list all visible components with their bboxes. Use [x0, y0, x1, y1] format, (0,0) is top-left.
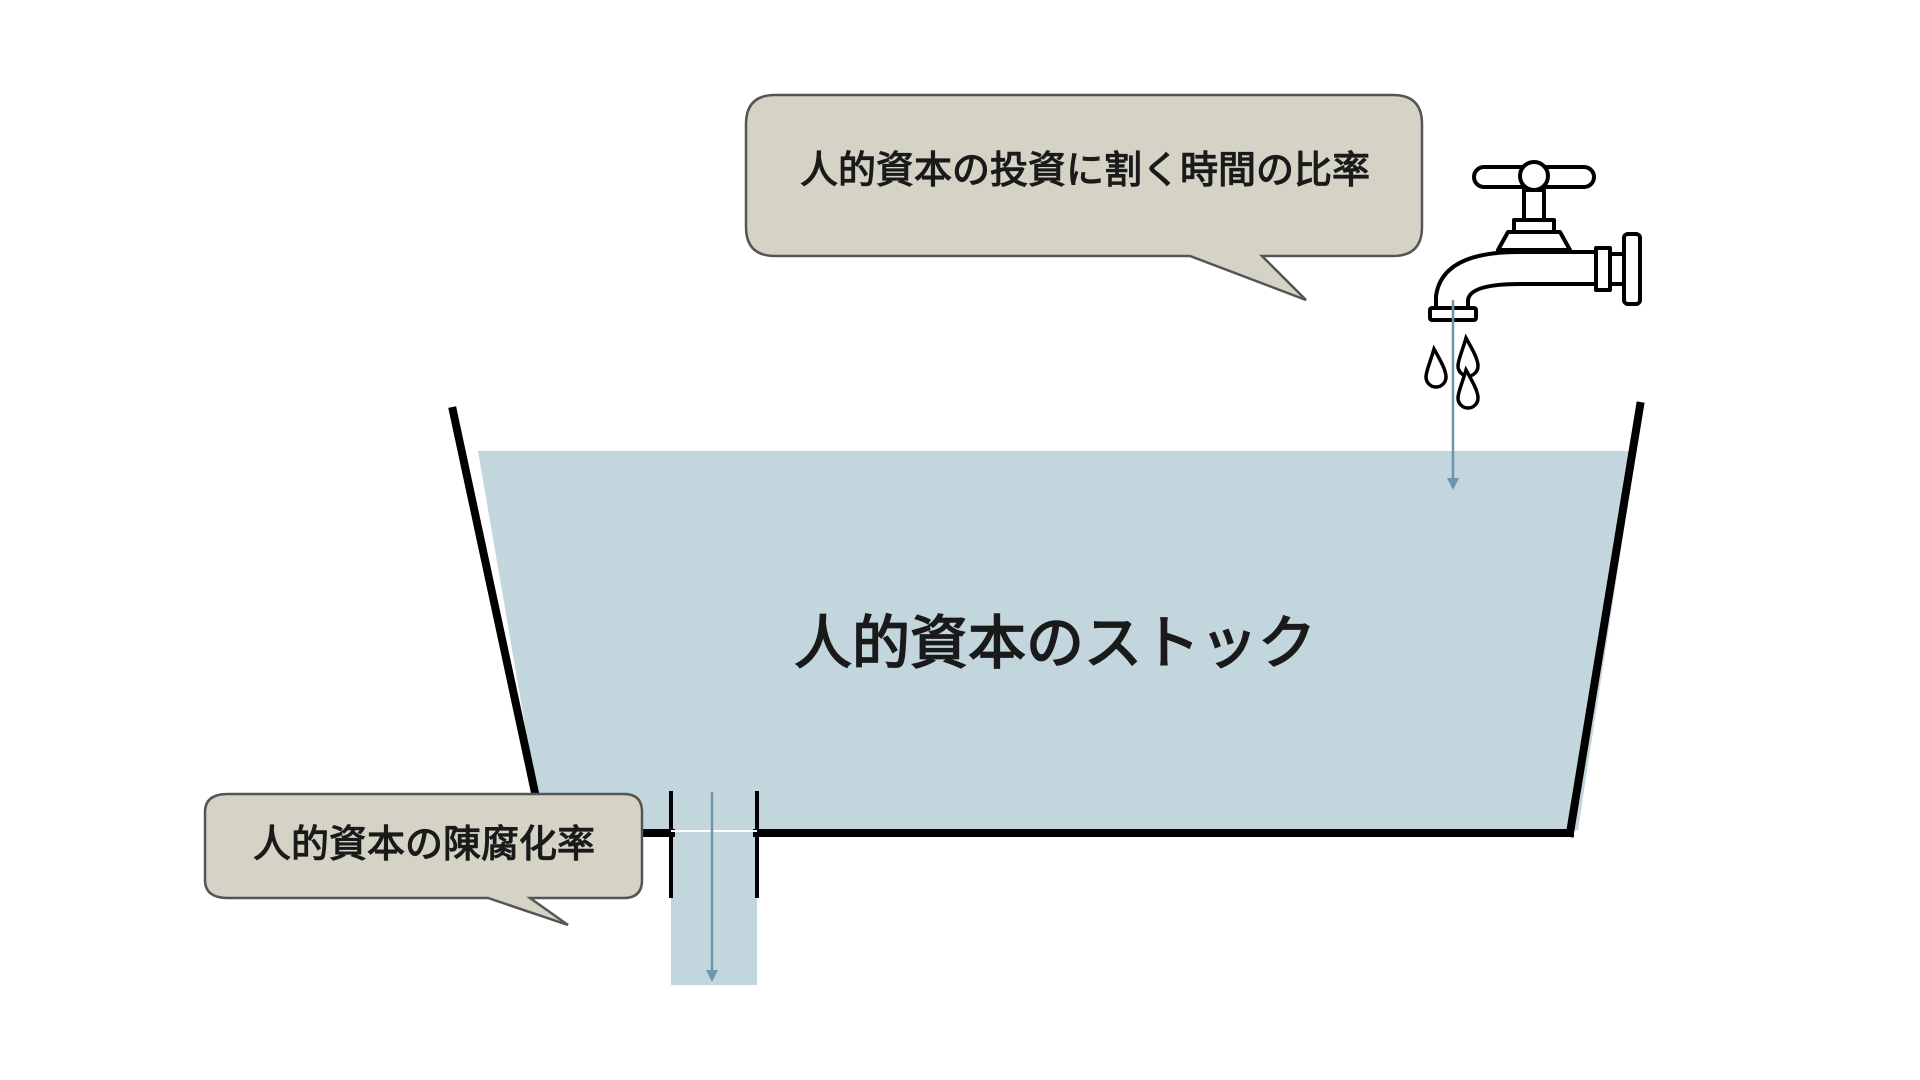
- drain-water: [671, 830, 757, 985]
- inflow-callout: 人的資本の投資に割く時間の比率: [744, 93, 1424, 302]
- tub-right-wall: [1565, 401, 1645, 838]
- water-drop-icon: [1424, 333, 1480, 410]
- tub-outline: [448, 401, 1645, 838]
- inflow-callout-bubble: [744, 93, 1424, 302]
- inflow-label: 人的資本の投資に割く時間の比率: [800, 148, 1370, 192]
- tub-water: [478, 451, 1636, 830]
- outflow-label: 人的資本の陳腐化率: [253, 822, 595, 866]
- water-drop-icon: [1424, 344, 1448, 389]
- outflow-callout: 人的資本の陳腐化率: [203, 792, 644, 927]
- faucet-icon: [1428, 160, 1642, 322]
- outflow-callout-bubble: [203, 792, 644, 927]
- drain-pipe-icon: [669, 791, 759, 898]
- water-drop-icon: [1456, 365, 1480, 410]
- tub-left-wall: [448, 406, 548, 835]
- stock-label: 人的資本のストック: [794, 609, 1316, 677]
